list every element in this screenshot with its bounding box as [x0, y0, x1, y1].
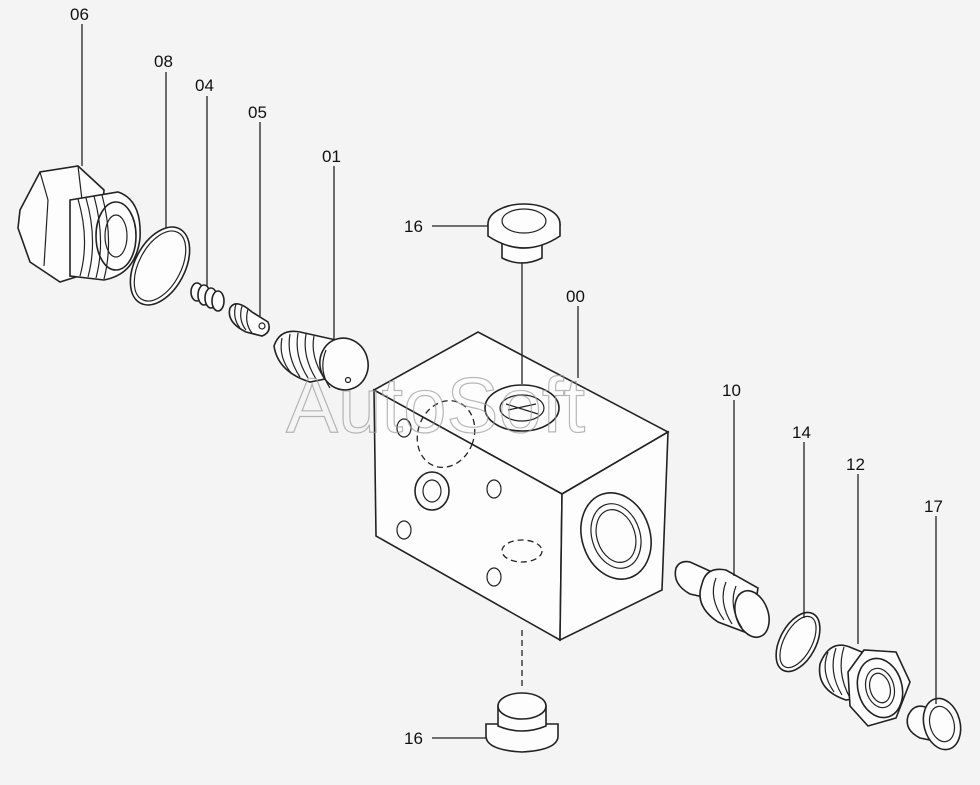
part-16-bottom-plug — [485, 692, 559, 753]
callout-05: 05 — [248, 103, 267, 122]
callout-17: 17 — [924, 497, 943, 516]
callout-08: 08 — [154, 52, 173, 71]
callout-12: 12 — [846, 455, 865, 474]
callout-01: 01 — [322, 147, 341, 166]
callout-06: 06 — [70, 5, 89, 24]
part-05-plunger — [228, 303, 270, 337]
callout-14: 14 — [792, 423, 811, 442]
callout-00: 00 — [566, 287, 585, 306]
callout-04: 04 — [195, 76, 214, 95]
part-16-top-plug — [487, 203, 561, 264]
part-04-spring — [190, 282, 225, 312]
part-10-spool — [674, 560, 770, 639]
part-01-poppet — [273, 330, 369, 391]
part-00-valve-block — [372, 331, 670, 642]
part-12-hex-fitting — [818, 644, 911, 727]
part-06-hex-plug — [17, 165, 141, 283]
callout-labels: 06 08 04 05 01 16 00 10 14 12 17 16 — [70, 5, 943, 748]
part-08-o-ring — [129, 226, 191, 306]
callout-10: 10 — [722, 381, 741, 400]
part-14-o-ring — [775, 611, 821, 673]
callout-16-top: 16 — [404, 217, 423, 236]
part-17-cap — [906, 697, 962, 751]
watermark: AutoSoft — [286, 361, 586, 449]
leader-lines — [81, 24, 937, 739]
callout-16-bottom: 16 — [404, 729, 423, 748]
